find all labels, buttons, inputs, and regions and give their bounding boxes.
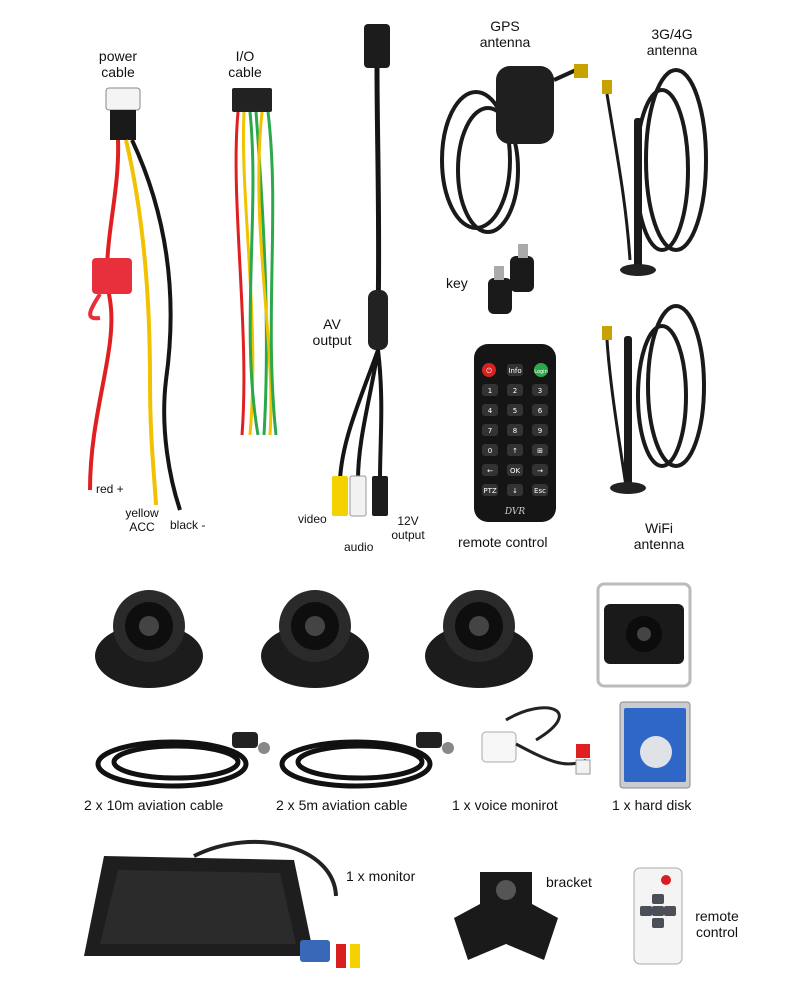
dome-camera-2-image xyxy=(261,590,369,688)
svg-text:6: 6 xyxy=(538,407,543,415)
black-minus-label: black - xyxy=(170,518,206,532)
monitor-label: 1 x monitor xyxy=(346,868,416,884)
svg-text:9: 9 xyxy=(538,427,542,435)
svg-text:Login: Login xyxy=(534,369,548,375)
svg-text:Esc: Esc xyxy=(534,487,546,495)
svg-text:0: 0 xyxy=(488,447,492,455)
gps-antenna-image xyxy=(440,64,588,234)
svg-text:7: 7 xyxy=(488,427,492,435)
3g4g-antenna-image xyxy=(602,68,708,276)
wifi-antenna-image xyxy=(602,304,706,494)
power-cable-image xyxy=(88,87,182,511)
hard-disk-label: 1 x hard disk xyxy=(612,797,692,813)
svg-text:OK: OK xyxy=(510,467,521,475)
svg-text:Info: Info xyxy=(508,367,521,375)
remote-control-image: ⏻ Info Login 1 2 3 4 5 6 7 8 9 0 ↑ ⊞ ← O… xyxy=(474,344,556,522)
voice-monitor-label: 1 x voice monirot xyxy=(452,797,558,813)
video-label: video xyxy=(298,512,327,526)
svg-text:3: 3 xyxy=(538,387,542,395)
dome-camera-1-image xyxy=(95,590,203,688)
aviation-cable-5m-label: 2 x 5m aviation cable xyxy=(276,797,408,813)
svg-text:↑: ↑ xyxy=(512,447,518,455)
aviation-cable-10m-label: 2 x 10m aviation cable xyxy=(84,797,224,813)
av-output-cable-image xyxy=(332,24,390,517)
svg-text:⏻: ⏻ xyxy=(486,367,492,375)
io-cable-image xyxy=(232,88,278,436)
monitor-image xyxy=(84,839,360,968)
red-plus-label: red + xyxy=(96,482,124,496)
dome-camera-3-image xyxy=(425,590,533,688)
aviation-cable-10m-image xyxy=(95,732,270,789)
voice-monitor-image xyxy=(481,706,591,775)
aviation-cable-5m-image xyxy=(279,732,454,789)
svg-text:4: 4 xyxy=(488,407,493,415)
bracket-image xyxy=(454,872,558,960)
svg-text:←: ← xyxy=(487,467,493,475)
key-label: key xyxy=(446,275,468,291)
audio-label: audio xyxy=(344,540,374,554)
svg-text:↓: ↓ xyxy=(512,487,518,495)
small-remote-control-image xyxy=(633,867,683,965)
svg-text:→: → xyxy=(537,467,543,475)
rear-camera-image xyxy=(596,582,692,688)
bracket-label: bracket xyxy=(546,874,592,890)
svg-text:⊞: ⊞ xyxy=(537,447,543,455)
svg-text:PTZ: PTZ xyxy=(483,487,496,495)
svg-text:DVR: DVR xyxy=(504,507,526,517)
svg-text:5: 5 xyxy=(513,407,517,415)
remote-control-label: remote control xyxy=(458,534,548,550)
hard-disk-image xyxy=(619,701,691,789)
key-image xyxy=(488,244,534,314)
svg-text:8: 8 xyxy=(513,427,517,435)
power-key-icon xyxy=(482,363,496,377)
svg-text:2: 2 xyxy=(513,387,517,395)
svg-text:1: 1 xyxy=(488,387,492,395)
